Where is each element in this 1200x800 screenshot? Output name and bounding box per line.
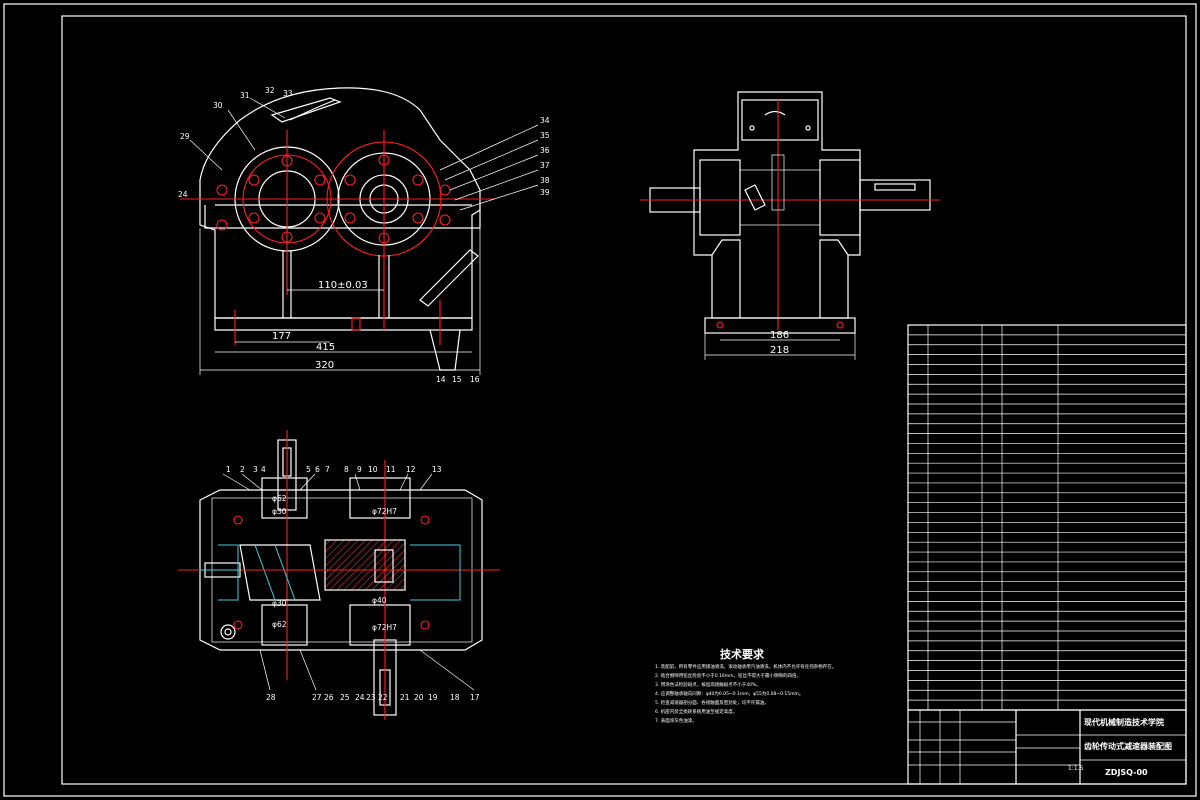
- bottom-label-19: 19: [428, 693, 438, 702]
- label-34: 34: [540, 116, 550, 125]
- tech-line-5: 5. 检查减速器剖分面、各接触面及密封处，均不许漏油。: [655, 699, 769, 706]
- title-block: 现代机械制造技术学院 齿轮传动式减速器装配图 1:1.5 ZDJSQ-00: [907, 709, 1187, 785]
- top-label-6: 6: [315, 465, 320, 474]
- bottom-label-18: 18: [450, 693, 460, 702]
- bottom-label-27: 27: [312, 693, 322, 702]
- parts-list: [907, 324, 1187, 711]
- bottom-label-22: 22: [378, 693, 388, 702]
- drawing-name: 齿轮传动式减速器装配图: [1084, 741, 1172, 751]
- top-label-5: 5: [306, 465, 311, 474]
- top-label-9: 9: [357, 465, 362, 474]
- top-label-11: 11: [386, 465, 396, 474]
- tech-line-3: 3. 用涂色法检验斑点，按齿高接触斑点不小于40%。: [655, 681, 761, 688]
- fit-4: φ40: [372, 596, 387, 605]
- top-label-13: 13: [432, 465, 442, 474]
- dim-415: 415: [316, 342, 335, 353]
- fit-2: φ30: [272, 507, 287, 516]
- front-view: 110±0.03 177 415 320 29 30 31 32 33 34 3…: [178, 86, 550, 384]
- dim-218: 218: [770, 345, 789, 356]
- drawing-number: ZDJSQ-00: [1105, 768, 1148, 777]
- label-36: 36: [540, 146, 550, 155]
- label-30: 30: [213, 101, 223, 110]
- section-view: φ62 φ30 φ72H7 φ40 φ30 φ62 φ72H7: [178, 430, 500, 720]
- section-top-labels: 1 2 3 4 5 6 7 8 9 10 11 12 13: [222, 465, 442, 491]
- label-29: 29: [180, 132, 190, 141]
- label-33: 33: [283, 89, 293, 98]
- label-16: 16: [470, 375, 480, 384]
- tech-line-7: 7. 表面涂灰色油漆。: [655, 717, 697, 724]
- dim-center-distance: 110±0.03: [318, 280, 368, 291]
- fit-5: φ30: [272, 599, 287, 608]
- label-35: 35: [540, 131, 550, 140]
- top-label-8: 8: [344, 465, 349, 474]
- bottom-label-28: 28: [266, 693, 276, 702]
- label-14: 14: [436, 375, 446, 384]
- tech-line-6: 6. 机座内装全损耗系统用油至规定高度。: [655, 708, 737, 715]
- label-37: 37: [540, 161, 550, 170]
- dim-186: 186: [770, 330, 789, 341]
- label-32: 32: [265, 86, 275, 95]
- fit-3: φ72H7: [372, 507, 397, 516]
- top-label-1: 1: [226, 465, 231, 474]
- bottom-label-23: 23: [366, 693, 376, 702]
- outer-border: [3, 3, 1197, 797]
- bottom-label-21: 21: [400, 693, 410, 702]
- bottom-label-25: 25: [340, 693, 350, 702]
- top-label-10: 10: [368, 465, 378, 474]
- tech-line-4: 4. 应调整轴承轴向间隙：φ40为0.05~0.1mm，φ55为0.08~0.1…: [655, 690, 803, 697]
- tech-line-1: 1. 装配前，所有零件应用煤油清洗，滚动轴承用汽油清洗，机体内不允许有任何杂物存…: [655, 663, 836, 670]
- tech-line-2: 2. 啮合侧隙用铅丝检验不小于0.16mm，铅丝不得大于最小侧隙的四倍。: [655, 672, 801, 679]
- fit-6: φ62: [272, 620, 287, 629]
- fit-1: φ62: [272, 494, 287, 503]
- dim-320: 320: [315, 360, 334, 371]
- bottom-label-24: 24: [355, 693, 365, 702]
- label-31: 31: [240, 91, 250, 100]
- tech-requirements: 技术要求 1. 装配前，所有零件应用煤油清洗，滚动轴承用汽油清洗，机体内不允许有…: [655, 647, 836, 724]
- section-bottom-labels: 28 27 26 25 24 23 22 21 20 19 18 17: [259, 649, 480, 702]
- label-15: 15: [452, 375, 462, 384]
- top-label-2: 2: [240, 465, 245, 474]
- fit-7: φ72H7: [372, 623, 397, 632]
- label-24: 24: [178, 190, 188, 199]
- label-39: 39: [540, 188, 550, 197]
- school-name: 现代机械制造技术学院: [1084, 717, 1164, 727]
- tech-title: 技术要求: [720, 647, 765, 661]
- bottom-label-26: 26: [324, 693, 334, 702]
- dim-177: 177: [272, 331, 291, 342]
- top-label-12: 12: [406, 465, 416, 474]
- top-label-3: 3: [253, 465, 258, 474]
- side-view: 186 218: [640, 91, 940, 360]
- label-38: 38: [540, 176, 550, 185]
- top-label-4: 4: [261, 465, 266, 474]
- scale: 1:1.5: [1068, 765, 1084, 772]
- inner-frame: [61, 15, 1187, 785]
- bottom-label-20: 20: [414, 693, 424, 702]
- bottom-label-17: 17: [470, 693, 480, 702]
- top-label-7: 7: [325, 465, 330, 474]
